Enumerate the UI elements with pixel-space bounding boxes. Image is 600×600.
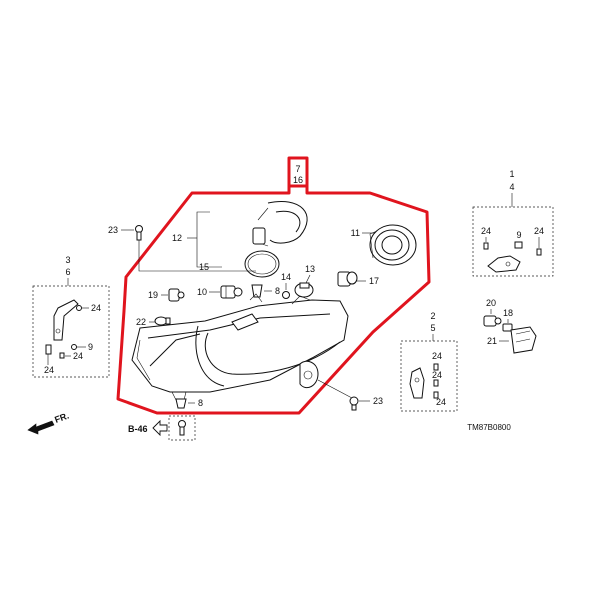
side-lamp-group: 20 18 21 — [483, 298, 537, 354]
small-parts-left: 19 10 8 22 — [136, 284, 280, 327]
callout-15: 15 — [199, 262, 209, 272]
callout-7: 7 — [295, 164, 300, 174]
small-parts-center: 14 13 17 — [281, 264, 379, 299]
bracket-part-right[interactable] — [409, 367, 425, 399]
callout-9-b: 9 — [516, 230, 521, 240]
front-arrow-icon — [27, 420, 55, 435]
callout-24-b: 24 — [73, 351, 83, 361]
screw-part-23-top[interactable]: 23 — [108, 225, 256, 272]
callout-2: 2 — [430, 311, 435, 321]
headlight-assembly-highlight[interactable]: 7 16 — [116, 156, 431, 415]
reference-label: B-46 — [128, 424, 148, 434]
callout-21: 21 — [487, 336, 497, 346]
front-label: FR. — [53, 411, 70, 425]
callout-20: 20 — [486, 298, 496, 308]
callout-24-e: 24 — [534, 226, 544, 236]
callout-14: 14 — [281, 272, 291, 282]
screw-part-23-bottom[interactable] — [349, 396, 359, 411]
callout-22: 22 — [136, 317, 146, 327]
callout-11: 11 — [351, 228, 360, 238]
bulb-part-13[interactable] — [294, 282, 314, 298]
wire-harness-part[interactable] — [252, 201, 308, 247]
callout-24-h: 24 — [436, 397, 446, 407]
callout-24-d: 24 — [481, 226, 491, 236]
bracket-part-top-right[interactable] — [487, 255, 521, 273]
callout-24-f: 24 — [432, 351, 442, 361]
reference-b46: B-46 — [128, 415, 196, 441]
callout-4: 4 — [509, 182, 514, 192]
callout-3: 3 — [65, 255, 70, 265]
socket-part-18[interactable] — [502, 323, 513, 332]
drawing-code: TM87B0800 — [467, 423, 511, 432]
callout-24-g: 24 — [432, 370, 442, 380]
bulb-part-10[interactable] — [220, 285, 243, 299]
front-indicator: FR. — [27, 411, 70, 435]
callout-19: 19 — [148, 290, 158, 300]
callout-12: 12 — [172, 233, 182, 243]
clip-part-14[interactable] — [282, 291, 290, 299]
ref-arrow-icon — [152, 419, 168, 437]
clip-part-8-bottom[interactable] — [175, 398, 187, 409]
callout-8-bottom: 8 — [198, 398, 203, 408]
callout-23-bottom: 23 — [373, 396, 383, 406]
clip-part-b46[interactable] — [178, 420, 186, 436]
top-right-group: 1 4 24 9 24 — [472, 169, 554, 277]
left-bracket-group: 3 6 24 9 24 24 — [32, 255, 110, 378]
bulb-part-22[interactable] — [154, 316, 171, 326]
projector-unit-part[interactable]: 11 — [351, 224, 417, 266]
callout-24-a: 24 — [91, 303, 101, 313]
callout-24-c: 24 — [44, 365, 54, 375]
callout-6: 6 — [65, 267, 70, 277]
callout-5: 5 — [430, 323, 435, 333]
side-marker-part-21[interactable] — [510, 326, 537, 354]
bulb-part-19[interactable] — [168, 288, 185, 302]
callout-13: 13 — [305, 264, 315, 274]
callout-1: 1 — [509, 169, 514, 179]
callout-23-top: 23 — [108, 225, 118, 235]
bottom-hardware: 8 23 — [175, 379, 383, 411]
bulb-part-20[interactable] — [483, 315, 502, 327]
callout-8-top: 8 — [275, 286, 280, 296]
headlight-housing[interactable] — [131, 293, 349, 401]
bulb-part-17[interactable] — [337, 271, 358, 287]
bulb-socket-group: 12 15 — [172, 201, 308, 278]
callout-17: 17 — [369, 276, 379, 286]
callout-16: 16 — [293, 175, 303, 185]
seal-ring-part[interactable] — [244, 250, 280, 278]
clip-part-8-top[interactable] — [251, 284, 263, 298]
callout-9-a: 9 — [88, 342, 93, 352]
bracket-part-left[interactable] — [53, 299, 79, 341]
right-mid-group: 2 5 24 24 24 — [400, 311, 458, 412]
callout-10: 10 — [197, 287, 207, 297]
callout-18: 18 — [503, 308, 513, 318]
